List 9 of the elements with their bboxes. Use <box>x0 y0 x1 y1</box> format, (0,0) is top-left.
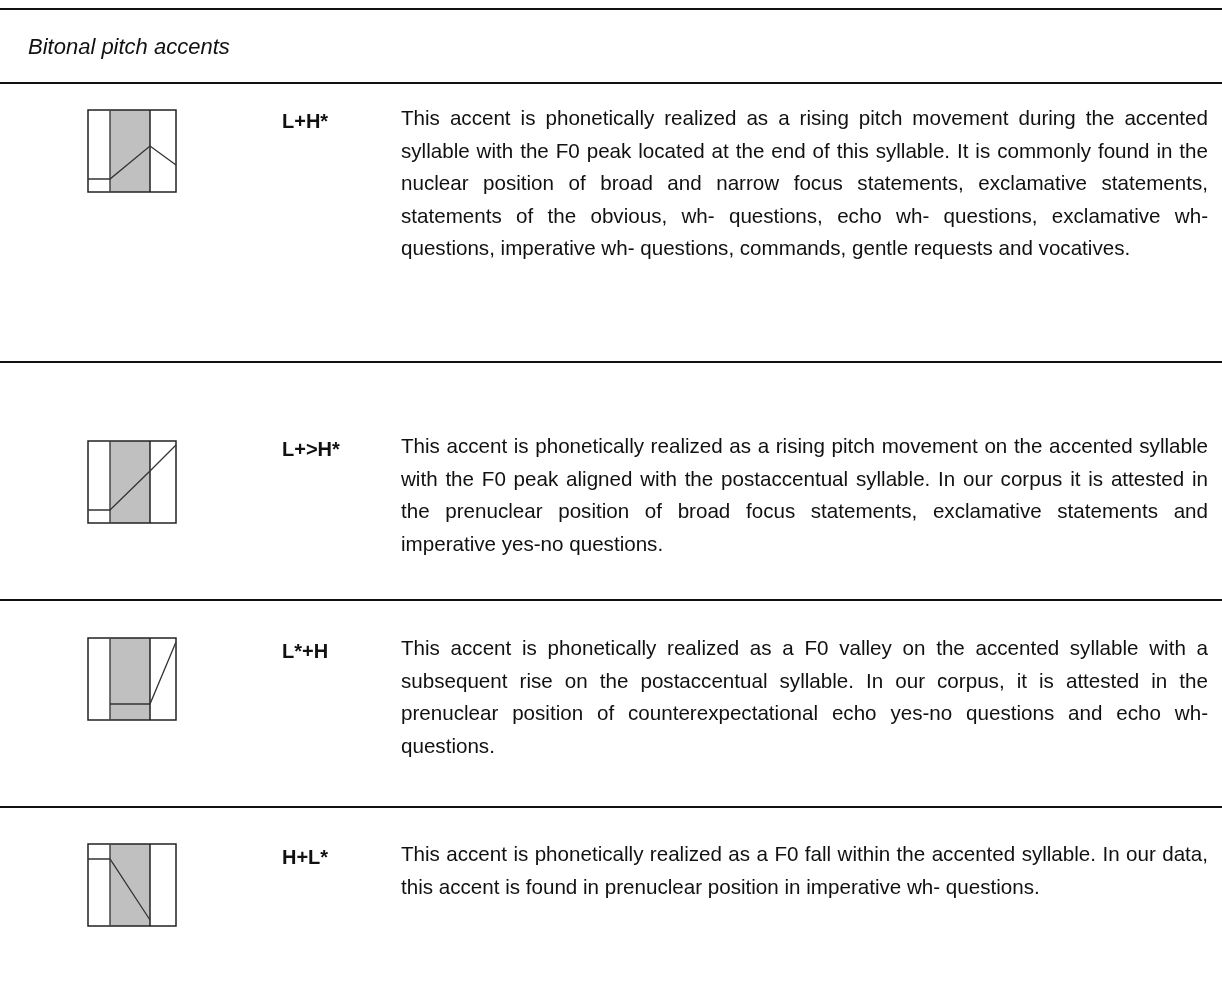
description-text: This accent is phonetically realized as a rising pitch movement on the accented syllable with the F0 peak aligned with the postaccentual syllable. In our corpus it is attested in the prenuclear position of broad focus statements, exclamative statements and imperative yes-no questions. <box>401 433 1208 557</box>
table-heading: Bitonal pitch accents <box>28 34 230 60</box>
accent-label: L+H* <box>282 110 329 133</box>
accent-label: L+>H* <box>282 438 340 461</box>
accent-label: H+L* <box>282 846 329 869</box>
description-text: This accent is phonetically realized as a rising pitch movement during the accented syllable with the F0 peak located at the end of this syllable. It is commonly found in the nuclear position of broad and narrow focus statements, exclamative statements, statements of the obvious, wh- questions, echo wh- questions, exclamative wh- questions, imperative wh- questions, commands, gentle requests and vocatives. <box>401 105 1208 261</box>
description-text: This accent is phonetically realized as a F0 fall within the accented syllable. In our data, this accent is found in prenuclear position in imperative wh- questions. <box>401 841 1208 900</box>
accent-label: L*+H <box>282 640 329 663</box>
description-text: This accent is phonetically realized as a F0 valley on the accented syllable with a subsequent rise on the postaccentual syllable. In our corpus, it is attested in the prenuclear position of counterexpectational echo yes-no questions and echo wh- questions. <box>401 635 1208 759</box>
